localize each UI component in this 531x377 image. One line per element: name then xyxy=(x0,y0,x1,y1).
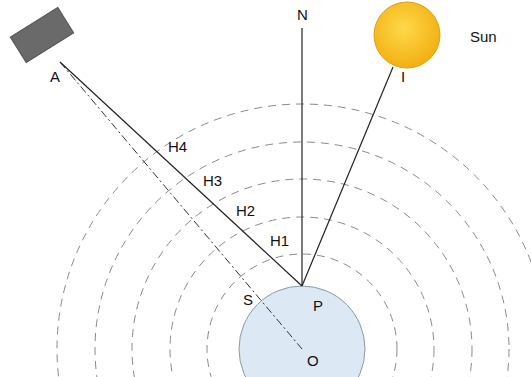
diagram-label: H3 xyxy=(203,172,222,190)
sun-line xyxy=(302,67,393,286)
satellite xyxy=(10,7,73,62)
line-of-sight xyxy=(60,62,302,286)
diagram-label: N xyxy=(297,6,308,24)
diagram-label: P xyxy=(313,297,323,315)
diagram-label: H1 xyxy=(270,232,289,250)
earth xyxy=(239,286,365,377)
line-to-center xyxy=(60,62,302,349)
diagram-label: S xyxy=(243,291,253,309)
diagram-label: A xyxy=(50,68,60,86)
diagram-label: H2 xyxy=(236,202,255,220)
north-line xyxy=(301,28,302,286)
altitude-shells xyxy=(57,104,531,377)
sun xyxy=(374,2,440,68)
diagram-label: O xyxy=(307,352,319,370)
diagram-label: Sun xyxy=(470,28,497,46)
diagram-label: H4 xyxy=(168,138,187,156)
diagram-label: I xyxy=(401,68,405,86)
